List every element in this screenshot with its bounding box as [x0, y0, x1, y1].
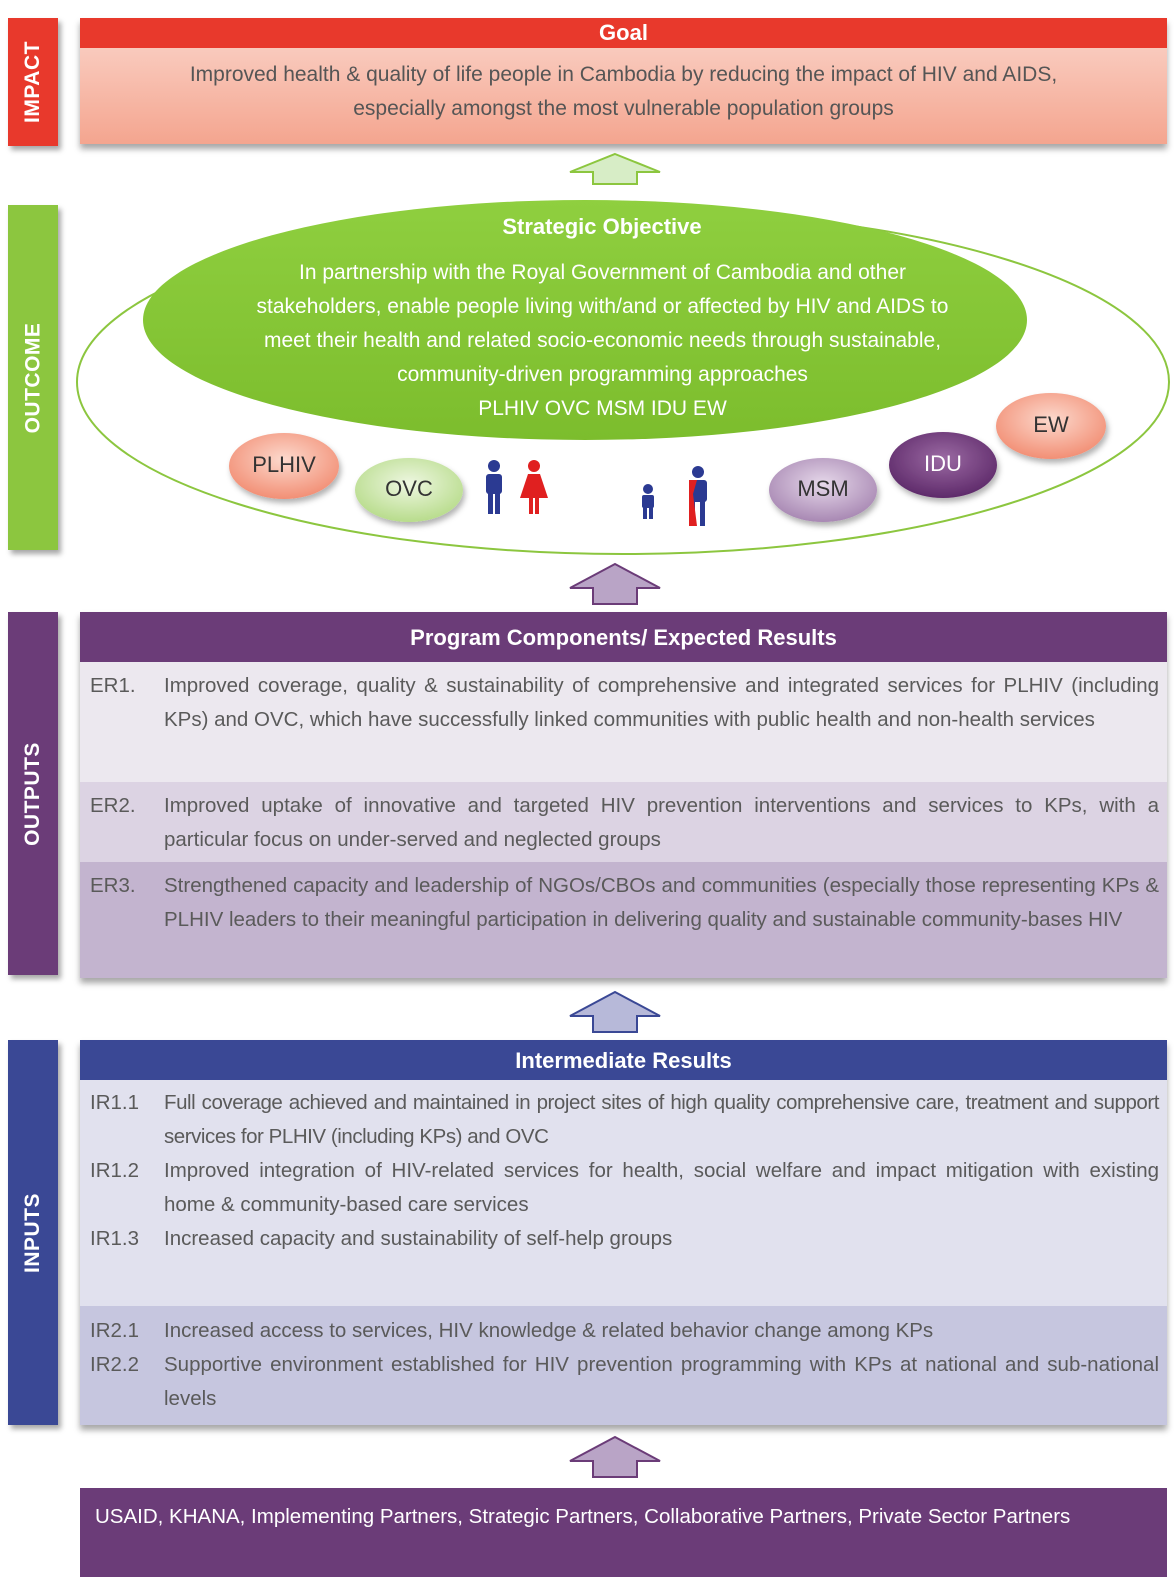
- er2-code: ER2.: [90, 794, 136, 817]
- ir11-code: IR1.1: [90, 1091, 139, 1114]
- ir21-text: Increased access to services, HIV knowle…: [164, 1319, 934, 1342]
- er2-row: ER2. Improved uptake of innovative and t…: [80, 782, 1167, 862]
- ir12-row: IR1.2 Improved integration of HIV-relate…: [80, 1154, 1167, 1222]
- arrow-up-icon: [569, 152, 661, 185]
- arrow-up-icon: [569, 1435, 661, 1478]
- outcome-diagram: [76, 200, 1170, 555]
- goal-title: Goal: [80, 18, 1167, 48]
- ir13-text: Increased capacity and sustainability of…: [164, 1227, 673, 1250]
- objective-line-1: In partnership with the Royal Government…: [298, 261, 906, 284]
- goal-text: Improved health & quality of life people…: [80, 48, 1167, 126]
- msm-label: MSM: [797, 476, 849, 501]
- plhiv-label: PLHIV: [252, 452, 316, 477]
- objective-line-5: PLHIV OVC MSM IDU EW: [478, 397, 727, 420]
- plhiv-badge: [229, 433, 339, 499]
- sidebar-inputs: INPUTS: [8, 1040, 58, 1425]
- goal-line-2: especially amongst the most vulnerable p…: [353, 97, 894, 120]
- strategic-objective-text: In partnership with the Royal Government…: [160, 256, 1045, 426]
- objective-line-3: meet their health and related socio-econ…: [263, 329, 942, 352]
- ir12-code: IR1.2: [90, 1159, 139, 1182]
- man-icon: [486, 460, 502, 514]
- er1-text: Improved coverage, quality & sustainabil…: [164, 674, 1159, 731]
- sidebar-inputs-label: INPUTS: [21, 1192, 45, 1273]
- ir21-row: IR2.1 Increased access to services, HIV …: [80, 1314, 1167, 1348]
- ovc-badge: [355, 458, 463, 522]
- ir13-row: IR1.3 Increased capacity and sustainabil…: [80, 1222, 1167, 1256]
- ir12-text: Improved integration of HIV-related serv…: [164, 1159, 1159, 1216]
- sidebar-impact-label: IMPACT: [21, 41, 44, 123]
- er2-text: Improved uptake of innovative and target…: [164, 794, 1159, 851]
- er1-code: ER1.: [90, 674, 136, 697]
- goal-line-1: Improved health & quality of life people…: [189, 63, 1058, 86]
- strategic-objective-ellipse: [143, 200, 1027, 440]
- ir-group-2: IR2.1 Increased access to services, HIV …: [80, 1306, 1167, 1416]
- expected-results-panel: Program Components/ Expected Results ER1…: [80, 612, 1167, 978]
- er3-row: ER3. Strengthened capacity and leadershi…: [80, 862, 1167, 978]
- ir22-code: IR2.2: [90, 1353, 139, 1376]
- ir11-text: Full coverage achieved and maintained in…: [164, 1091, 1159, 1148]
- sidebar-outcome: OUTCOME: [8, 205, 58, 550]
- goal-panel: Goal Improved health & quality of life p…: [80, 18, 1167, 144]
- ovc-label: OVC: [385, 476, 433, 501]
- idu-label: IDU: [924, 451, 962, 476]
- expected-results-title: Program Components/ Expected Results: [80, 612, 1167, 662]
- objective-line-4: community-driven programming approaches: [397, 363, 808, 386]
- er3-text: Strengthened capacity and leadership of …: [164, 874, 1159, 931]
- intermediate-results-panel: Intermediate Results IR1.1 Full coverage…: [80, 1040, 1167, 1425]
- objective-line-2: stakeholders, enable people living with/…: [256, 295, 949, 318]
- child-icon: [642, 484, 654, 519]
- person-half-icon: [689, 466, 707, 526]
- ir22-row: IR2.2 Supportive environment established…: [80, 1348, 1167, 1416]
- ir21-code: IR2.1: [90, 1319, 139, 1342]
- partners-panel: USAID, KHANA, Implementing Partners, Str…: [80, 1488, 1167, 1577]
- idu-badge: [889, 432, 997, 498]
- msm-badge: [769, 458, 877, 522]
- sidebar-outputs-label: OUTPUTS: [21, 741, 44, 846]
- arrow-up-icon: [569, 990, 661, 1033]
- ir13-code: IR1.3: [90, 1227, 139, 1250]
- er1-row: ER1. Improved coverage, quality & sustai…: [80, 662, 1167, 782]
- woman-icon: [520, 460, 548, 514]
- intermediate-results-title: Intermediate Results: [80, 1040, 1167, 1080]
- partners-text: USAID, KHANA, Implementing Partners, Str…: [95, 1505, 1071, 1528]
- ir11-row: IR1.1 Full coverage achieved and maintai…: [80, 1086, 1167, 1154]
- ew-badge: [996, 393, 1106, 459]
- sidebar-outputs: OUTPUTS: [8, 612, 58, 975]
- sidebar-impact: IMPACT: [8, 18, 58, 146]
- ew-label: EW: [1033, 412, 1069, 437]
- arrow-up-icon: [569, 562, 661, 605]
- strategic-objective-title: Strategic Objective: [502, 214, 702, 239]
- ir-group-1: IR1.1 Full coverage achieved and maintai…: [80, 1080, 1167, 1306]
- ir22-text: Supportive environment established for H…: [164, 1353, 1159, 1410]
- er3-code: ER3.: [90, 874, 136, 897]
